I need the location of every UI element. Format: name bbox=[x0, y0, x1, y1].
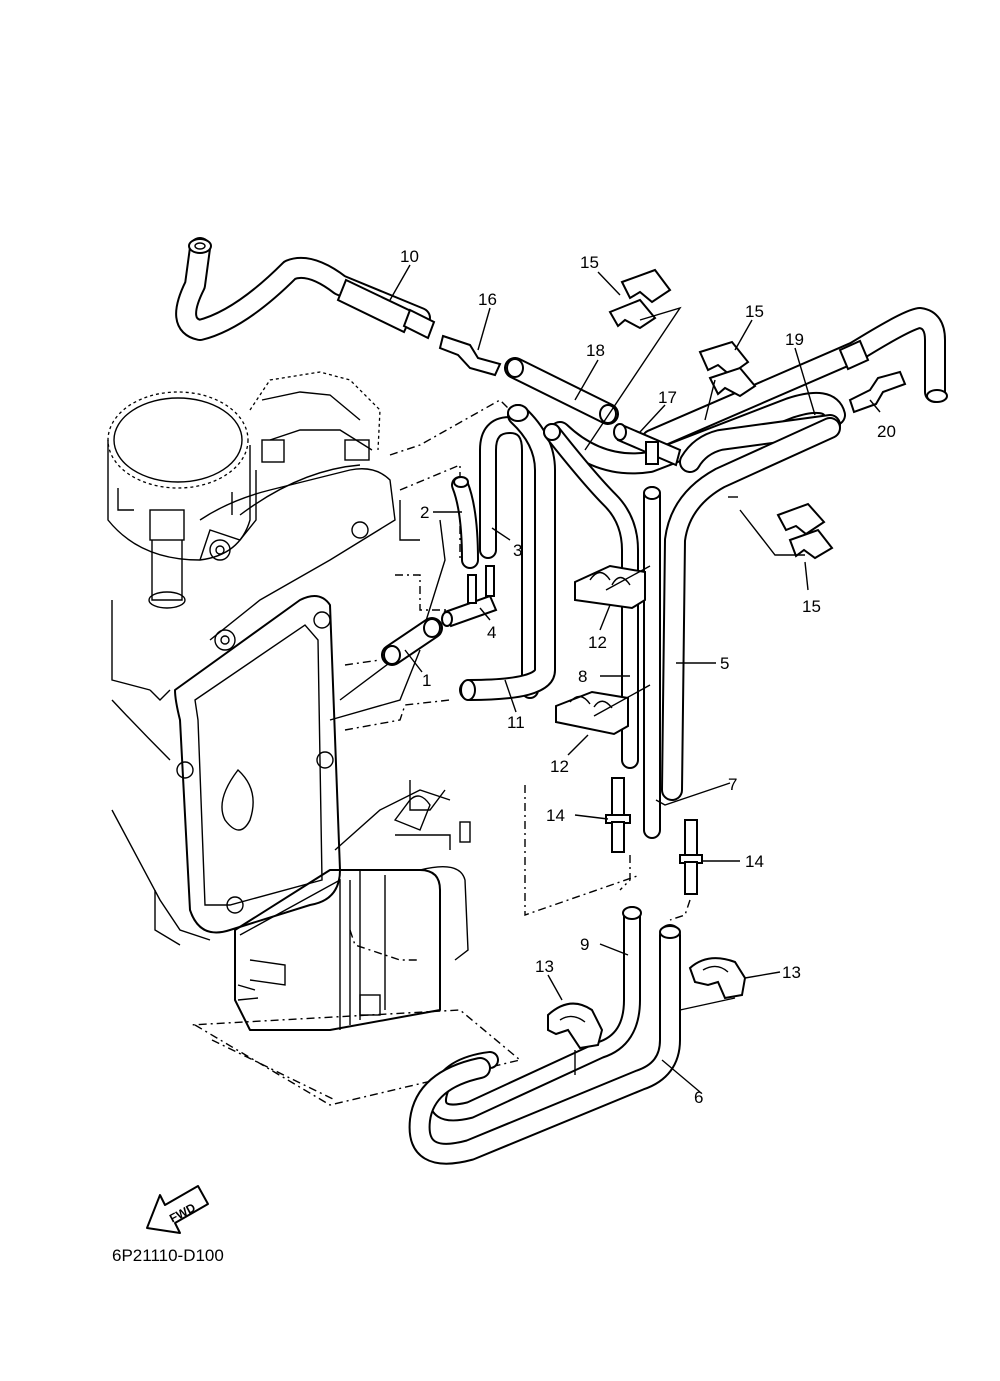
hose-10[interactable] bbox=[175, 237, 436, 341]
clamp-12-lower[interactable] bbox=[555, 690, 629, 736]
hose-1[interactable] bbox=[381, 617, 443, 666]
diagram-code: 6P21110-D100 bbox=[112, 1246, 224, 1265]
engine-block-outline bbox=[107, 371, 471, 1031]
joint-4[interactable] bbox=[441, 565, 498, 628]
joint-14-right[interactable] bbox=[679, 819, 703, 895]
label-part-1: 1 bbox=[422, 671, 431, 690]
label-part-18: 18 bbox=[586, 341, 605, 360]
clamp-13-right[interactable] bbox=[688, 957, 747, 1000]
label-part-11: 11 bbox=[507, 713, 525, 732]
hose-8[interactable] bbox=[543, 423, 661, 839]
label-part-4: 4 bbox=[487, 623, 496, 642]
label-part-15-middle: 15 bbox=[745, 302, 764, 321]
label-part-13-left: 13 bbox=[535, 957, 554, 976]
joint-20[interactable] bbox=[848, 370, 907, 414]
label-part-12-lower: 12 bbox=[550, 757, 569, 776]
hose-3[interactable] bbox=[479, 416, 539, 699]
joint-14-left[interactable] bbox=[605, 777, 631, 853]
label-part-17: 17 bbox=[658, 388, 677, 407]
clamp-15-top[interactable] bbox=[608, 268, 672, 330]
joint-16[interactable] bbox=[438, 334, 502, 377]
clamp-15-lower[interactable] bbox=[776, 502, 834, 560]
label-part-9: 9 bbox=[580, 935, 589, 954]
label-part-10: 10 bbox=[400, 247, 419, 266]
hose-5[interactable] bbox=[661, 417, 841, 801]
joint-17[interactable] bbox=[613, 423, 682, 467]
label-part-3: 3 bbox=[513, 541, 522, 560]
part-callouts: 10 16 15 18 15 19 17 20 2 3 4 1 11 12 8 … bbox=[389, 247, 896, 1107]
hose-6[interactable] bbox=[408, 924, 681, 1165]
label-part-6: 6 bbox=[694, 1088, 703, 1107]
label-part-20: 20 bbox=[877, 422, 896, 441]
label-part-14-right: 14 bbox=[745, 852, 764, 871]
label-part-15-lower: 15 bbox=[802, 597, 821, 616]
label-part-12-upper: 12 bbox=[588, 633, 607, 652]
hose-2[interactable] bbox=[451, 476, 479, 569]
fwd-arrow: FWD bbox=[146, 1185, 209, 1234]
label-part-7: 7 bbox=[728, 775, 737, 794]
label-part-19: 19 bbox=[785, 330, 804, 349]
label-part-8: 8 bbox=[578, 667, 587, 686]
label-part-13-right: 13 bbox=[782, 963, 801, 982]
label-part-2: 2 bbox=[420, 503, 429, 522]
fwd-arrow-text: FWD bbox=[167, 1200, 198, 1225]
label-part-14-left: 14 bbox=[546, 806, 565, 825]
clamp-13-left[interactable] bbox=[547, 1002, 604, 1050]
clamp-15-middle[interactable] bbox=[698, 340, 757, 398]
label-part-15-top: 15 bbox=[580, 253, 599, 272]
label-part-5: 5 bbox=[720, 654, 729, 673]
hose-18[interactable] bbox=[504, 357, 619, 425]
label-part-16: 16 bbox=[478, 290, 497, 309]
clamp-12-upper[interactable] bbox=[574, 564, 646, 610]
